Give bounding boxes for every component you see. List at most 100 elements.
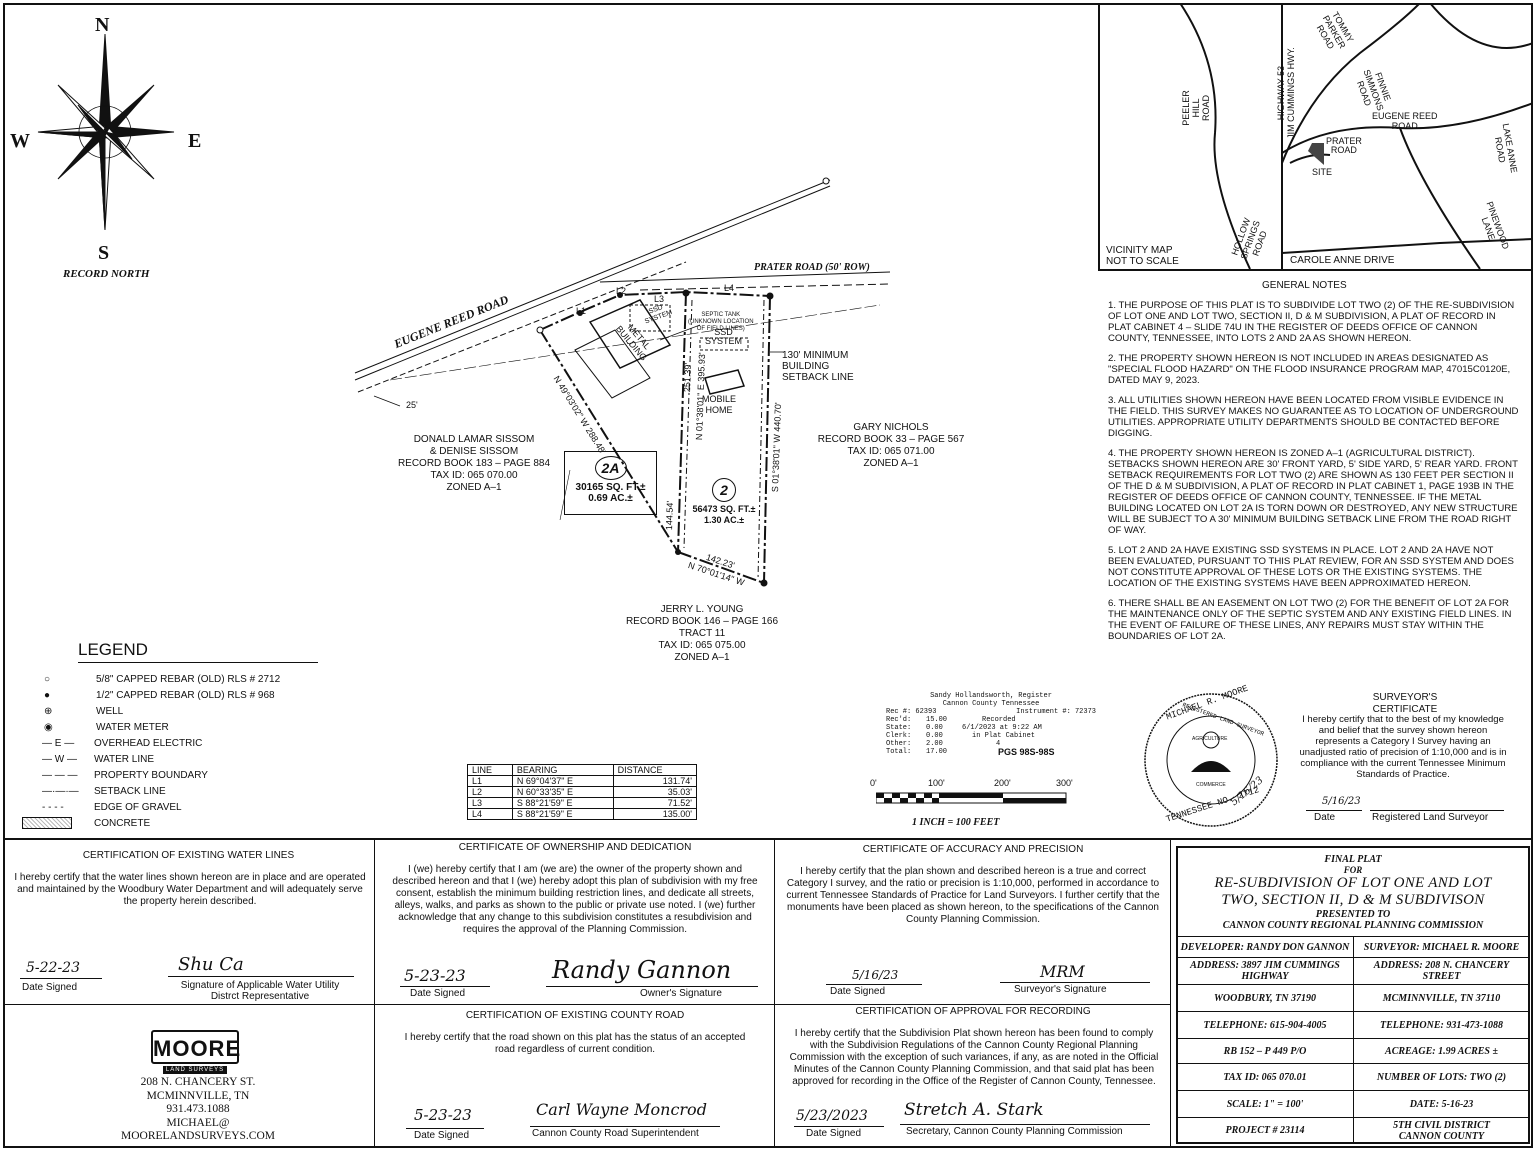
cert-approval-title: CERTIFICATION OF APPROVAL FOR RECORDING [855, 1006, 1091, 1017]
tb-developer: DEVELOPER: RANDY DON GANNON [1176, 936, 1354, 958]
cert-owner-date-label: Date Signed [410, 988, 466, 999]
site-label: SITE [1312, 167, 1333, 177]
dim-251: 251.39' [682, 362, 694, 393]
cert-water-date-label: Date Signed [22, 982, 78, 993]
date-line [794, 1126, 884, 1127]
surveyor-cert-sig-label: Registered Land Surveyor [1372, 812, 1489, 823]
general-notes-title: GENERAL NOTES [1262, 280, 1347, 291]
cert-water-signature: Shu Ca [178, 954, 244, 975]
band-row-divider [3, 1004, 1170, 1005]
lot-2-number: 2 [712, 478, 736, 502]
legend-item: ●1/2" CAPPED REBAR (OLD) RLS # 968 [22, 687, 322, 703]
cert-road-signature: Carl Wayne Moncrod [536, 1100, 707, 1119]
bottom-band-border [3, 838, 1533, 840]
compass-e: E [188, 130, 202, 152]
prater-road-label: PRATER ROAD (50' ROW) [754, 262, 870, 273]
cert-water-body: I hereby certify that the water lines sh… [14, 872, 366, 907]
cert-owner-body: I (we) hereby certify that I am (we are)… [392, 864, 758, 935]
cert-owner-sig-label: Owner's Signature [640, 988, 722, 999]
title-for: FOR [1343, 865, 1363, 875]
surveyor-cert-body: I hereby certify that to the best of my … [1299, 714, 1507, 780]
dim-25: 25' [406, 400, 418, 410]
date-line [406, 1128, 484, 1129]
cert-owner-date: 5-23-23 [404, 966, 466, 985]
lot-2a-number: 2A [594, 456, 627, 480]
property-boundary-icon: — — — [42, 769, 78, 781]
tb-acreage: ACREAGE: 1.99 ACRES ± [1353, 1038, 1530, 1064]
general-notes: 1. THE PURPOSE OF THIS PLAT IS TO SUBDIV… [1108, 300, 1520, 651]
note-1: 1. THE PURPOSE OF THIS PLAT IS TO SUBDIV… [1108, 300, 1515, 344]
well-icon: ⊕ [44, 705, 53, 717]
water-meter-icon: ◉ [44, 721, 53, 733]
scale-label: 1 INCH = 100 FEET [912, 817, 1000, 828]
compass-n: N [95, 14, 110, 36]
lot-2a-acres: 0.69 AC.± [588, 493, 633, 504]
cert-approval-body: I hereby certify that the Subdivision Pl… [789, 1028, 1159, 1087]
title-final-plat: FINAL PLAT [1324, 854, 1382, 865]
cert-road-date: 5-23-23 [414, 1106, 472, 1124]
tb-district: 5TH CIVIL DISTRICT CANNON COUNTY [1353, 1117, 1530, 1144]
date-line [1306, 810, 1362, 811]
note-2: 2. THE PROPERTY SHOWN HEREON IS NOT INCL… [1108, 353, 1511, 386]
mark-l3: L3 [654, 294, 665, 304]
cert-road-title: CERTIFICATION OF EXISTING COUNTY ROAD [465, 1010, 685, 1021]
signature-line [1000, 982, 1150, 983]
lot-2-acres: 1.30 AC.± [703, 515, 745, 525]
title-presented: PRESENTED TO [1315, 909, 1391, 920]
note-6: 6. THERE SHALL BE AN EASEMENT ON LOT TWO… [1108, 598, 1512, 642]
cert-water-title: CERTIFICATION OF EXISTING WATER LINES [82, 850, 295, 861]
scale-bar: 0' 100' 200' 300' 1 INCH = 100 FEET [870, 778, 1080, 828]
cert-accuracy-signature: MRM [1040, 962, 1085, 981]
date-line [826, 984, 922, 985]
mark-l1: L1 [576, 306, 587, 316]
company-block: MOORE LAND SURVEYS 208 N. CHANCERY ST.MC… [3, 1006, 374, 1146]
open-circle-icon: ○ [44, 673, 51, 685]
cert-owner-title: CERTIFICATE OF OWNERSHIP AND DEDICATION [458, 842, 692, 853]
mark-l4: L4 [724, 283, 735, 293]
signature-line [900, 1124, 1150, 1125]
band-divider-3 [1170, 838, 1171, 1148]
band-divider-2 [774, 838, 775, 1148]
surveyor-cert-title: SURVEYOR'S CERTIFICATE [1372, 692, 1438, 715]
title-line-2: TWO, SECTION II, D & M SUBDIVISON [1221, 892, 1485, 908]
setback-line-icon: —·—·— [42, 785, 79, 797]
signature-line [168, 976, 354, 977]
cert-approval-date: 5/23/2023 [796, 1108, 868, 1124]
tb-record-book: RB 152 – P 449 P/O [1176, 1038, 1354, 1064]
tb-scale: SCALE: 1" = 100' [1176, 1090, 1354, 1118]
cert-road-body: I hereby certify that the road shown on … [404, 1032, 746, 1055]
tb-dev-address: ADDRESS: 3897 JIM CUMMINGS HIGHWAY [1176, 957, 1354, 985]
surveyor-seal: MICHAEL R. MOORE REGISTERED LAND SURVEYO… [1136, 684, 1286, 830]
signature-line [546, 986, 758, 987]
title-line-1: RE-SUBDIVISION OF LOT ONE AND LOT [1214, 875, 1492, 891]
cert-water-date: 5-22-23 [26, 960, 80, 976]
electric-line-icon: — E — [42, 737, 75, 749]
cert-road-sig-label: Cannon County Road Superintendent [532, 1128, 699, 1139]
note-3: 3. ALL UTILITIES SHOWN HEREON HAVE BEEN … [1108, 395, 1519, 439]
compass-w: W [10, 130, 30, 152]
water-line-icon: — W — [42, 753, 77, 765]
lot-2a-box: 2A 30165 SQ. FT.± 0.69 AC.± [564, 451, 657, 515]
edge-gravel-icon: - - - - [42, 801, 64, 813]
cert-approval-sig-label: Secretary, Cannon County Planning Commis… [906, 1126, 1123, 1137]
seal-commerce: COMMERCE [1196, 782, 1226, 788]
filled-circle-icon: ● [44, 689, 51, 701]
tb-project: PROJECT # 23114 [1176, 1117, 1354, 1144]
legend-item: —·—·—SETBACK LINE [22, 783, 322, 799]
road-carole-anne: CAROLE ANNE DRIVE [1290, 255, 1395, 266]
register-stamp: Sandy Hollandsworth, Register Cannon Cou… [886, 692, 1096, 757]
legend-title: LEGEND [78, 640, 318, 663]
legend: LEGEND ○5/8" CAPPED REBAR (OLD) RLS # 27… [22, 640, 322, 831]
legend-item: ○5/8" CAPPED REBAR (OLD) RLS # 2712 [22, 671, 322, 687]
concrete-icon [22, 817, 74, 829]
